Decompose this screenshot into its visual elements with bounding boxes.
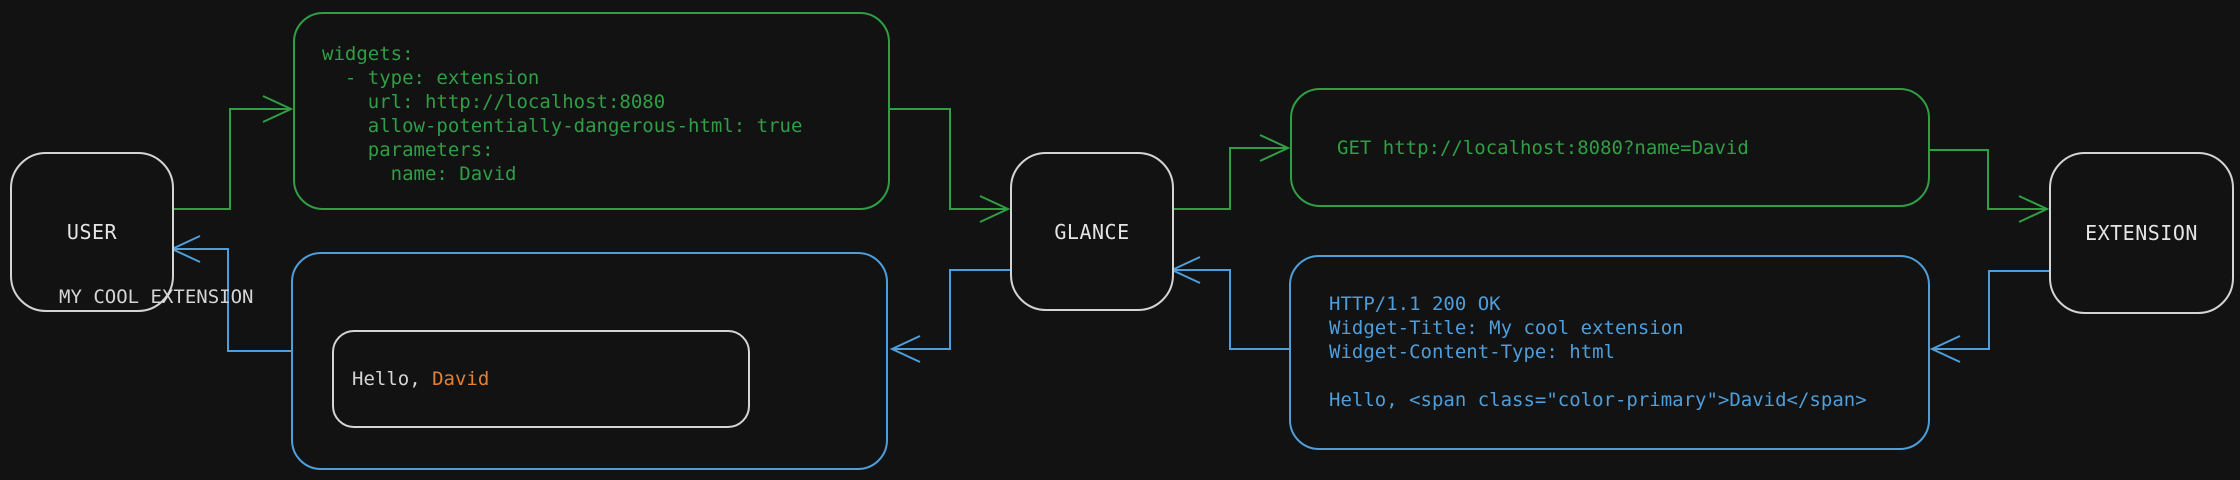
- config-line: url: http://localhost:8080: [322, 91, 666, 113]
- config-line: allow-potentially-dangerous-html: true: [322, 115, 803, 137]
- response-line: HTTP/1.1 200 OK: [1329, 293, 1501, 315]
- response-line: Hello, <span class="color-primary">David…: [1329, 389, 1867, 411]
- user-node: USER: [10, 152, 174, 312]
- arrow-response-to-glance: [1169, 256, 1289, 350]
- extension-node-label: EXTENSION: [2085, 221, 2198, 245]
- arrow-glance-to-widget: [889, 269, 1010, 363]
- arrow-request-to-extension: [1930, 149, 2050, 223]
- rendered-widget-box: [291, 252, 888, 470]
- widget-title: MY COOL EXTENSION: [59, 286, 254, 308]
- extension-node: EXTENSION: [2049, 152, 2234, 314]
- config-yaml-box: widgets: - type: extension url: http://l…: [293, 12, 890, 210]
- widget-greeting-name: David: [432, 368, 490, 390]
- user-node-label: USER: [66, 220, 118, 244]
- widget-greeting-prefix: Hello,: [352, 368, 433, 390]
- config-line: parameters:: [322, 139, 494, 161]
- config-line: - type: extension: [322, 67, 540, 89]
- config-line: widgets:: [322, 43, 414, 65]
- http-response-box: HTTP/1.1 200 OK Widget-Title: My cool ex…: [1289, 255, 1930, 450]
- arrow-config-to-glance: [890, 108, 1011, 223]
- arrow-glance-to-request: [1170, 134, 1291, 210]
- glance-node: GLANCE: [1010, 152, 1174, 311]
- config-line: name: David: [322, 163, 517, 185]
- response-line: [1329, 364, 1928, 388]
- http-request-text: GET http://localhost:8080?name=David: [1337, 136, 1749, 159]
- widget-content-box: Hello, David: [332, 330, 750, 428]
- http-request-box: GET http://localhost:8080?name=David: [1290, 88, 1930, 207]
- arrow-user-to-config: [170, 95, 294, 210]
- response-line: Widget-Content-Type: html: [1329, 341, 1615, 363]
- response-line: Widget-Title: My cool extension: [1329, 317, 1684, 339]
- glance-node-label: GLANCE: [1054, 219, 1130, 244]
- arrow-extension-to-response: [1929, 270, 2049, 363]
